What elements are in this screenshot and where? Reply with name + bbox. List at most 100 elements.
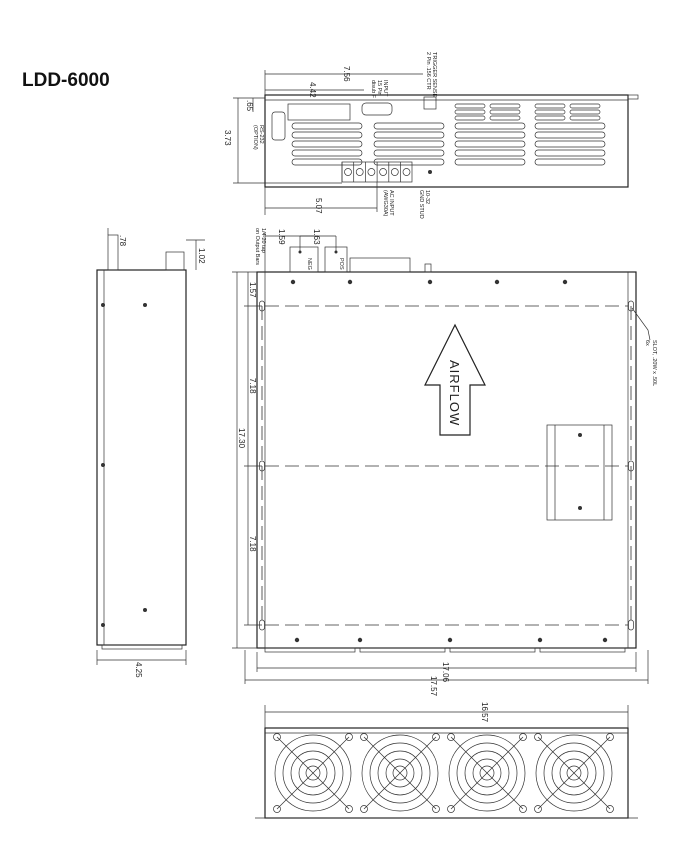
note-rs232-sub: (OPTION) <box>252 125 258 150</box>
fan-screw <box>273 733 281 741</box>
label-pos: POS <box>338 258 344 270</box>
screw <box>347 279 353 285</box>
mounting-slot <box>628 619 634 631</box>
note-slot-qty: 6x <box>644 340 650 346</box>
fan-guard-ring <box>551 750 597 796</box>
fan-guard-ring <box>298 758 328 788</box>
note-ac-input-sub: (AWG30A) <box>382 190 388 217</box>
terminal-screw <box>402 168 411 176</box>
fan-guard-ring <box>559 758 589 788</box>
screw <box>294 637 300 643</box>
dim-top-height: 1.02 <box>197 248 206 264</box>
vent-slot <box>534 140 606 148</box>
dim-pos-offset: 1.63 <box>312 229 321 245</box>
note-ac-input: AC INPUT <box>388 190 394 216</box>
fan-guard-strut <box>537 736 611 810</box>
airflow-label: AIRFLOW <box>447 360 462 426</box>
fan-screw <box>534 733 542 741</box>
vent-slot <box>534 109 566 115</box>
vent-slot <box>454 140 526 148</box>
airflow-arrow <box>424 323 486 436</box>
fan-guard-ring <box>535 734 613 812</box>
vent-slot <box>454 158 526 166</box>
fan-guard-ring <box>543 742 605 804</box>
screw <box>427 279 433 285</box>
screw <box>602 637 608 643</box>
terminal-screw <box>379 168 387 176</box>
vent-slot <box>454 149 526 157</box>
fan-screw <box>447 733 455 741</box>
terminal-screw <box>344 168 352 176</box>
fan-guard-ring <box>464 750 510 796</box>
vent-slot <box>569 103 601 109</box>
vent-slot <box>534 131 606 139</box>
mounting-bracket <box>546 424 613 521</box>
fan-guard-ring <box>274 734 352 812</box>
fan-screw <box>519 733 527 741</box>
vent-slot <box>291 131 363 139</box>
vent-slot <box>291 122 363 130</box>
vent-slot <box>373 149 445 157</box>
vent-slot <box>291 140 363 148</box>
fan-guard-strut <box>363 736 437 810</box>
fan-screw <box>447 805 455 813</box>
fan-screw <box>534 805 542 813</box>
dim-inner-width: 17.06 <box>441 662 450 683</box>
terminal-screw <box>367 168 376 176</box>
dim-first-slot: 1.57 <box>248 282 257 298</box>
front-view: 16.57 <box>255 702 638 819</box>
dim-neg-offset: 1.59 <box>277 229 286 245</box>
fan-screw <box>345 805 353 813</box>
vent-slot <box>454 109 486 115</box>
dim-front-width: 16.57 <box>480 702 489 723</box>
dim-slot-pitch-1: 7.18 <box>248 378 257 394</box>
fan <box>447 733 527 813</box>
neg-output-bar <box>289 246 319 273</box>
vent-slot <box>534 158 606 166</box>
vent-slot <box>569 109 601 115</box>
vent-slot <box>534 115 566 121</box>
fan-guard-ring <box>392 765 408 781</box>
screw <box>447 637 453 643</box>
label-neg: NEG <box>306 258 312 270</box>
vent-slot <box>454 131 526 139</box>
mounting-slot <box>628 300 634 312</box>
fan-guard-ring <box>282 742 344 804</box>
note-input-sub2: disub F <box>370 80 376 99</box>
dim-height: 3.73 <box>223 130 232 146</box>
dim-bar-height: .78 <box>118 235 127 247</box>
vent-slot <box>291 149 363 157</box>
dim-overall-width: 7.56 <box>342 66 351 82</box>
fan-guard-ring <box>361 734 439 812</box>
dim-overall-width: 17.57 <box>429 676 438 697</box>
terminal-screw <box>355 168 364 176</box>
fan-guard-ring <box>290 750 336 796</box>
screw <box>290 279 296 285</box>
dim-terminal-offset: 5.07 <box>314 198 323 214</box>
fan-guard-ring <box>377 750 423 796</box>
note-tap-sub: on Output Bars <box>254 228 260 265</box>
fan-guard-strut <box>450 736 524 810</box>
fan-guard-ring <box>448 734 526 812</box>
fan <box>360 733 440 813</box>
fan-guard-ring <box>479 765 495 781</box>
dim-overall-length: 17.30 <box>237 428 246 449</box>
fan-guard-ring <box>472 758 502 788</box>
model-title: LDD-6000 <box>22 70 110 91</box>
fan <box>273 733 353 813</box>
fan-guard-strut <box>276 736 350 810</box>
note-rs232: RS-232 <box>258 125 264 144</box>
terminal-screw <box>390 168 399 176</box>
dim-bracket: .65 <box>245 100 254 112</box>
vent-slot <box>534 149 606 157</box>
vent-slot <box>373 122 445 130</box>
fan-guard-ring <box>369 742 431 804</box>
dim-slot-pitch-2: 7.18 <box>248 536 257 552</box>
fan-screw <box>519 805 527 813</box>
note-gnd: 10-32 <box>424 190 430 204</box>
fan-screw <box>273 805 281 813</box>
screw <box>537 637 543 643</box>
side-view: 4.25 1.02 .78 <box>96 228 206 678</box>
fan-screw <box>606 805 614 813</box>
